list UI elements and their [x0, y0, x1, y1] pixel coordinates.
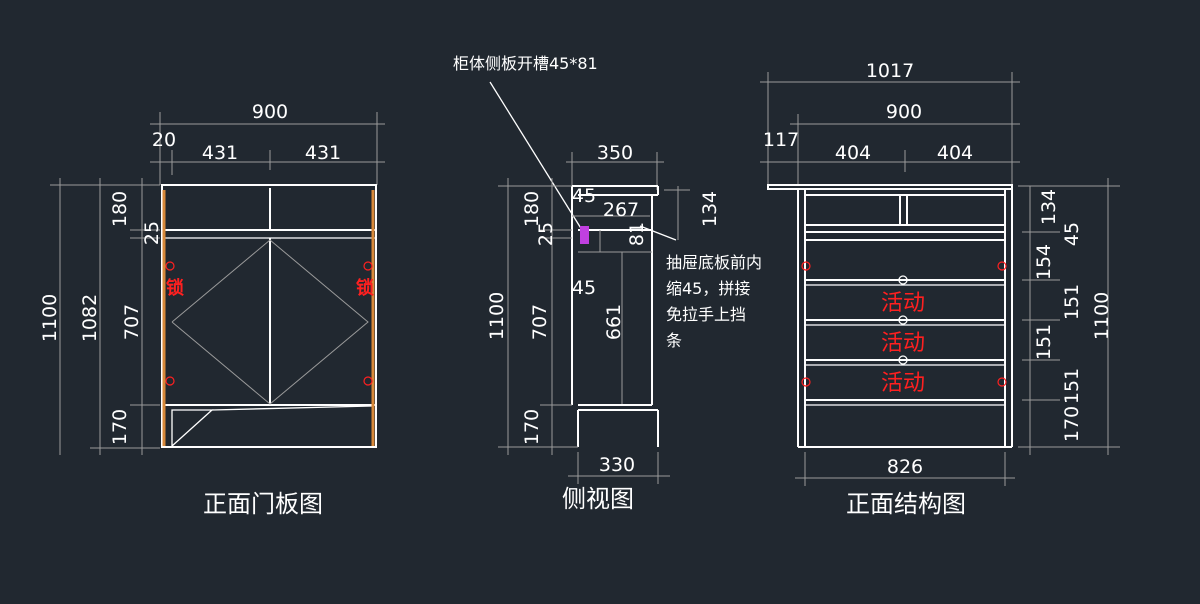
dim-side-gap: 20 — [152, 129, 176, 151]
dim-overhang: 117 — [763, 129, 799, 151]
dim-d134-side: 134 — [699, 191, 721, 227]
dim-struct-height-total: 1100 — [1091, 292, 1113, 340]
dim-struct-width: 900 — [886, 101, 922, 123]
drawer-label-3: 活动 — [881, 371, 925, 396]
dim-height-total: 1100 — [39, 294, 61, 342]
front-door-view: 900 20 431 431 1100 1082 180 25 707 170 — [39, 101, 385, 518]
dim-height-body: 1082 — [79, 294, 101, 342]
dim-overall-width: 900 — [252, 101, 288, 123]
dim-side-height-total: 1100 — [486, 292, 508, 340]
dim-depth-bottom: 330 — [599, 454, 635, 476]
side-view-title: 侧视图 — [562, 485, 634, 513]
front-door-title: 正面门板图 — [203, 490, 323, 518]
dim-bay-left: 404 — [835, 142, 871, 164]
drawer-label-1: 活动 — [881, 291, 925, 316]
dim-d45-top: 45 — [572, 185, 596, 207]
slot-marker — [580, 226, 589, 244]
front-structure-view: 1017 900 117 404 404 — [760, 60, 1120, 518]
dim-side-top: 180 — [521, 191, 543, 227]
dim-door: 707 — [121, 304, 143, 340]
dim-d45-mid: 45 — [572, 277, 596, 299]
callout-drawer-line-3: 免拉手上挡 — [666, 305, 746, 324]
dim-door-left: 431 — [202, 142, 238, 164]
lock-mark-right: 锁 — [356, 277, 374, 299]
lock-mark-left: 锁 — [166, 277, 184, 299]
dim-side-bottom: 170 — [521, 409, 543, 445]
dim-side-gap: 25 — [535, 222, 557, 246]
dim-gap: 25 — [141, 221, 163, 245]
dim-struct-d134: 134 — [1038, 189, 1060, 225]
front-structure-title: 正面结构图 — [846, 490, 966, 518]
dim-inner: 661 — [603, 304, 625, 340]
dim-struct-d154: 154 — [1033, 244, 1055, 280]
dim-depth-top: 350 — [597, 142, 633, 164]
callout-slot: 柜体侧板开槽45*81 — [453, 54, 598, 73]
dim-struct-d170: 170 — [1061, 406, 1083, 442]
dim-struct-d151b: 151 — [1033, 324, 1055, 360]
callout-drawer-line-4: 条 — [666, 331, 682, 350]
dim-door-right: 431 — [305, 142, 341, 164]
dim-bay-right: 404 — [937, 142, 973, 164]
side-view: 柜体侧板开槽45*81 350 45 267 81 45 661 134 — [453, 54, 762, 513]
dim-struct-d151a: 151 — [1061, 284, 1083, 320]
dim-bottom-width: 826 — [887, 456, 923, 478]
dim-struct-d45: 45 — [1061, 222, 1083, 246]
dim-bottom: 170 — [109, 409, 131, 445]
callout-drawer-line-1: 抽屉底板前内 — [666, 253, 762, 272]
dim-d81: 81 — [626, 222, 648, 246]
dim-d267: 267 — [603, 199, 639, 221]
dim-top: 180 — [109, 191, 131, 227]
dim-struct-d151c: 151 — [1061, 368, 1083, 404]
drawer-label-2: 活动 — [881, 331, 925, 356]
callout-drawer-line-2: 缩45，拼接 — [666, 279, 750, 298]
dim-overall-top: 1017 — [866, 60, 914, 82]
dim-side-body: 707 — [529, 304, 551, 340]
